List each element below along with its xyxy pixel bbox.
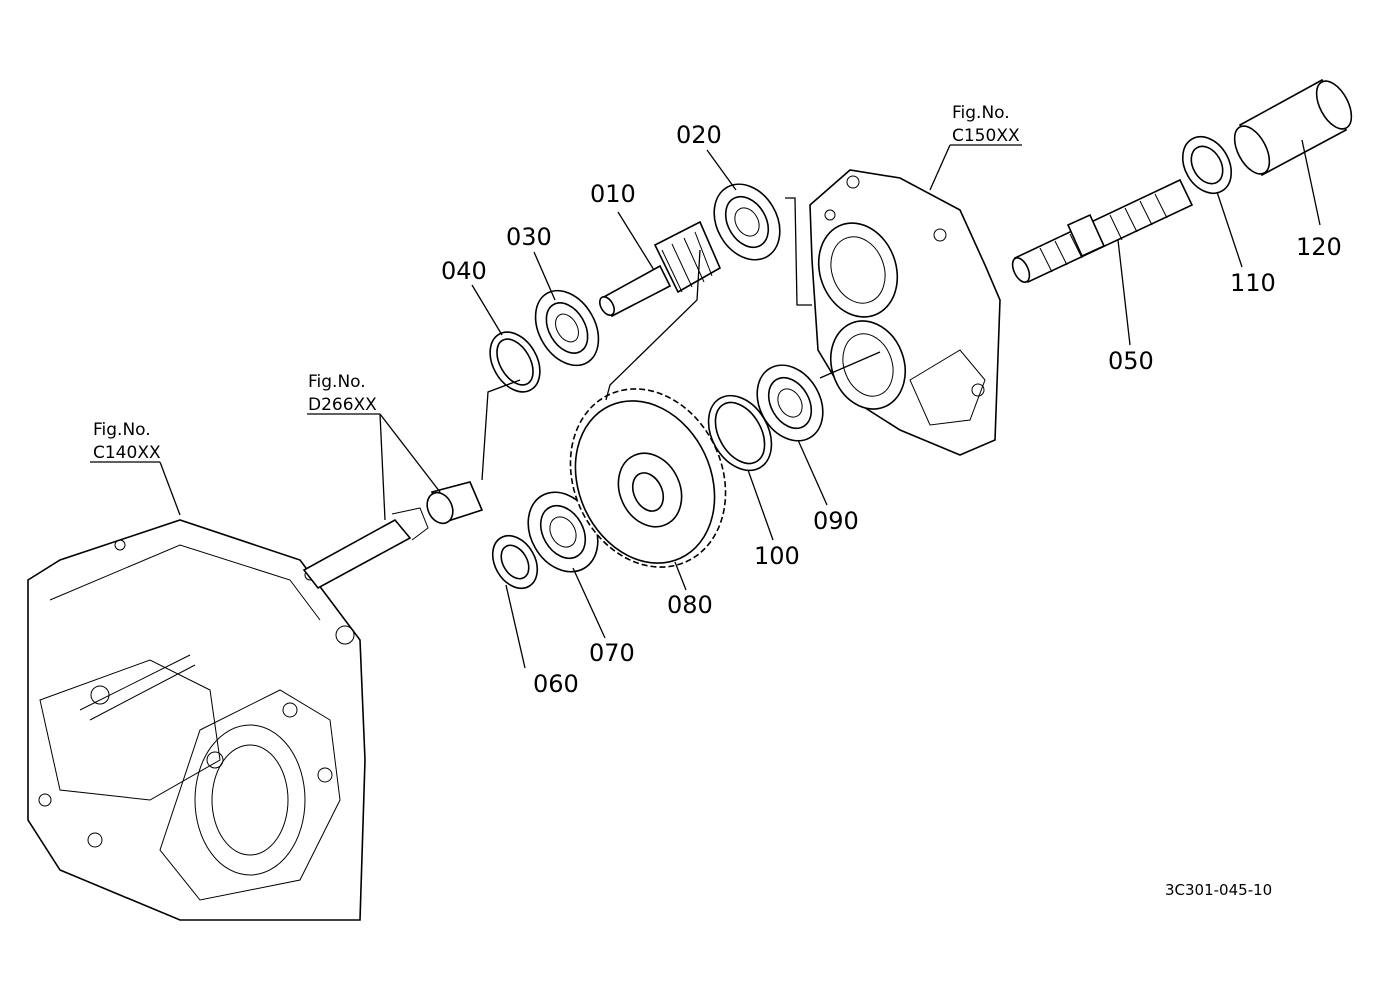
part-060-oil-seal [491, 534, 539, 590]
label-070: 070 [589, 639, 635, 667]
part-010-pinion-shaft [598, 220, 722, 318]
sleeve-d266 [426, 481, 484, 525]
label-040: 040 [441, 257, 487, 285]
leader-lines [90, 139, 1321, 669]
cover-c150 [809, 169, 1001, 456]
part-070-bearing [527, 491, 599, 573]
label-120: 120 [1296, 233, 1342, 261]
label-060: 060 [533, 670, 579, 698]
drawing-code: 3C301-045-10 [1165, 881, 1272, 899]
label-090: 090 [813, 507, 859, 535]
part-030-bearing [534, 289, 600, 367]
label-080: 080 [667, 591, 713, 619]
figure-references: Fig.No. C140XX Fig.No. D266XX Fig.No. C1… [93, 103, 1020, 463]
label-020: 020 [676, 121, 722, 149]
ref-c140-label: Fig.No. [93, 420, 151, 440]
part-040-snap-ring [489, 331, 541, 393]
ref-c140-code: C140XX [93, 443, 161, 463]
ref-c150-label: Fig.No. [952, 103, 1010, 123]
ref-d266-code: D266XX [308, 395, 377, 415]
transmission-case-c140 [27, 519, 366, 921]
label-110: 110 [1230, 269, 1276, 297]
part-120-cover-cap [1233, 78, 1353, 177]
part-090-bearing [756, 364, 824, 442]
part-080-gear [569, 388, 727, 568]
part-050-output-shaft [1011, 178, 1194, 284]
label-010: 010 [590, 180, 636, 208]
label-050: 050 [1108, 347, 1154, 375]
input-shaft [302, 507, 429, 590]
part-labels: 010 020 030 040 050 060 070 080 090 100 … [441, 121, 1342, 698]
ref-d266-label: Fig.No. [308, 372, 366, 392]
label-030: 030 [506, 223, 552, 251]
part-020-bearing [713, 183, 781, 261]
label-100: 100 [754, 542, 800, 570]
part-100-snap-ring [707, 394, 773, 472]
ref-c150-code: C150XX [952, 126, 1020, 146]
part-110-oil-seal [1181, 135, 1233, 195]
